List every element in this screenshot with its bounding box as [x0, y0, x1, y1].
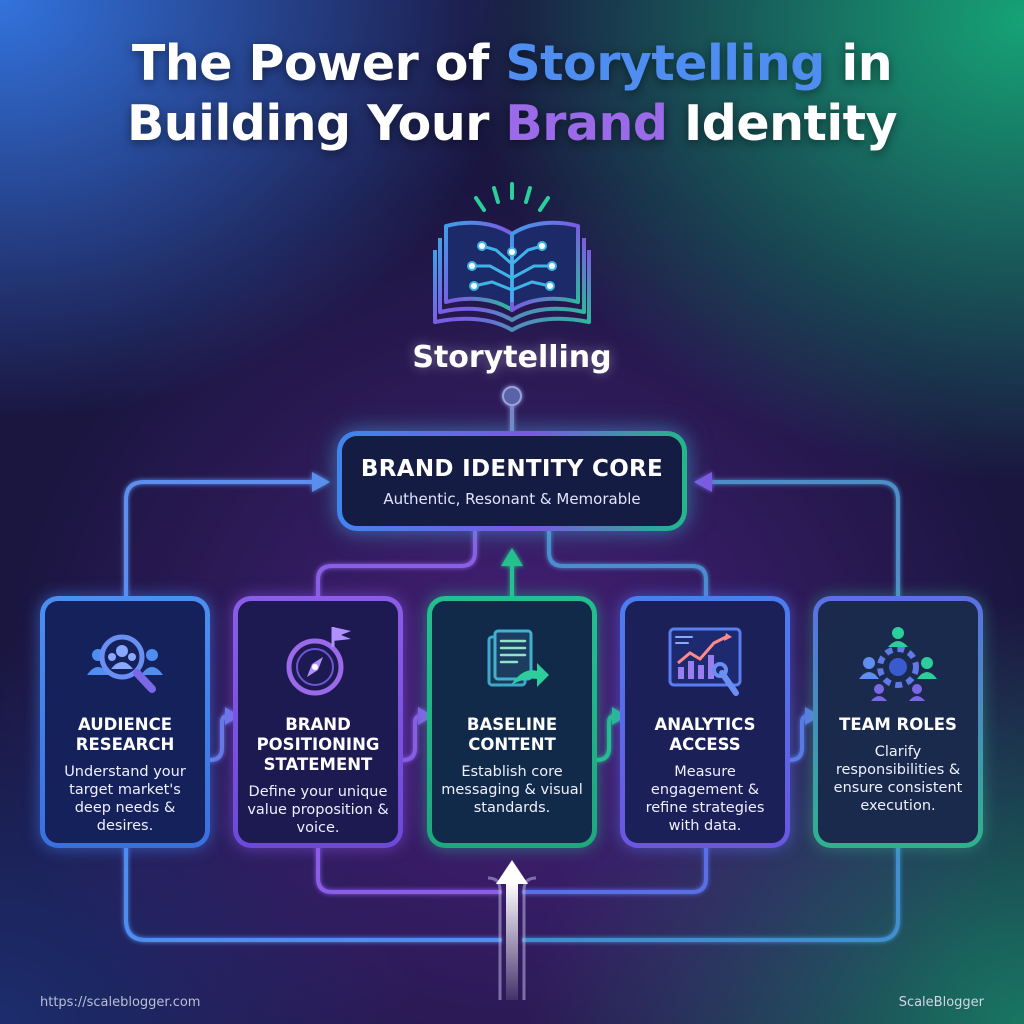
footer-url: https://scaleblogger.com: [40, 995, 201, 1010]
card-description: Establish core messaging & visual standa…: [441, 764, 583, 816]
card-description: Define your unique value proposition & v…: [247, 784, 389, 836]
page-title: The Power of Storytelling in Building Yo…: [0, 34, 1024, 154]
title-text: in: [824, 35, 893, 92]
brand-identity-core: BRAND IDENTITY CORE Authentic, Resonant …: [337, 431, 687, 531]
analytics-chart-icon: [668, 627, 742, 696]
title-highlight-storytelling: Storytelling: [505, 35, 825, 92]
card-title: BRAND POSITIONING STATEMENT: [256, 715, 380, 774]
compass-flag-icon: [286, 627, 351, 696]
card-team-roles: TEAM ROLES Clarify responsibilities & en…: [813, 596, 983, 848]
open-book-circuit-icon: [433, 182, 591, 332]
audience-search-icon: [87, 634, 163, 693]
card-title: AUDIENCE RESEARCH: [75, 715, 175, 754]
team-gear-icon: [859, 627, 937, 701]
title-highlight-brand: Brand: [505, 95, 668, 152]
title-text: The Power of: [131, 35, 506, 92]
title-line-1: The Power of Storytelling in: [0, 34, 1024, 94]
hub-label: Storytelling: [412, 340, 612, 375]
title-text: Identity: [667, 95, 898, 152]
card-analytics-access: ANALYTICS ACCESS Measure engagement & re…: [620, 596, 790, 848]
documents-arrow-icon: [487, 629, 549, 687]
card-audience-research: AUDIENCE RESEARCH Understand your target…: [40, 596, 210, 848]
card-brand-positioning-statement: BRAND POSITIONING STATEMENT Define your …: [233, 596, 403, 848]
card-title: BASELINE CONTENT: [466, 715, 558, 754]
card-description: Understand your target market's deep nee…: [64, 764, 186, 834]
card-title: ANALYTICS ACCESS: [654, 715, 756, 754]
card-description: Measure engagement & refine strategies w…: [645, 764, 765, 834]
footer-brand: ScaleBlogger: [898, 995, 984, 1010]
card-description: Clarify responsibilities & ensure consis…: [833, 744, 963, 814]
core-title: BRAND IDENTITY CORE: [360, 456, 664, 482]
title-text: Building Your: [126, 95, 506, 152]
card-title: TEAM ROLES: [839, 715, 957, 734]
core-subtitle: Authentic, Resonant & Memorable: [383, 490, 641, 508]
title-line-2: Building Your Brand Identity: [0, 94, 1024, 154]
card-baseline-content: BASELINE CONTENT Establish core messagin…: [427, 596, 597, 848]
